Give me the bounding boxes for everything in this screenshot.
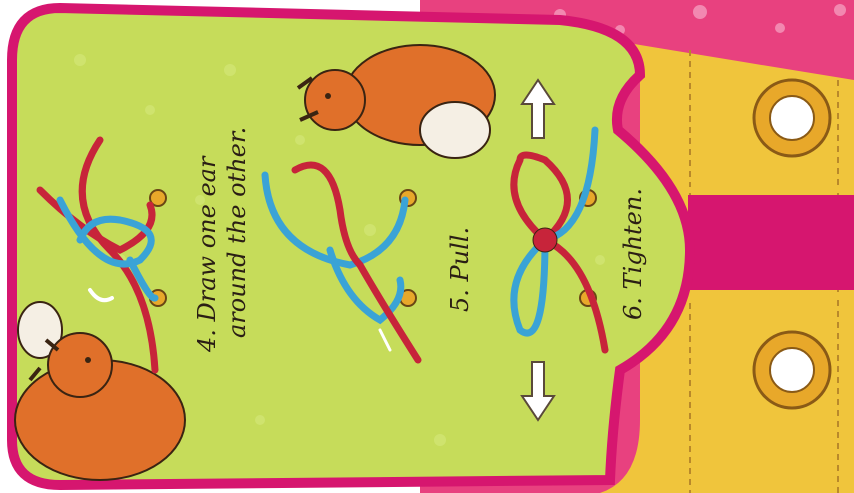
step-6-instruction: 6. Tighten. [618,188,648,320]
step-4-line-2: around the other. [222,127,252,352]
eyelet-icon [754,332,830,408]
step-4-line-1: 4. Draw one ear [192,127,222,352]
step-6-line-1: 6. Tighten. [618,188,648,320]
step-5-instruction: 5. Pull. [445,227,475,312]
shoe-tongue [688,195,854,290]
eyelet-icon [754,80,830,156]
step-4-instruction: 4. Draw one ear around the other. [192,127,252,352]
step-5-line-1: 5. Pull. [445,227,475,312]
